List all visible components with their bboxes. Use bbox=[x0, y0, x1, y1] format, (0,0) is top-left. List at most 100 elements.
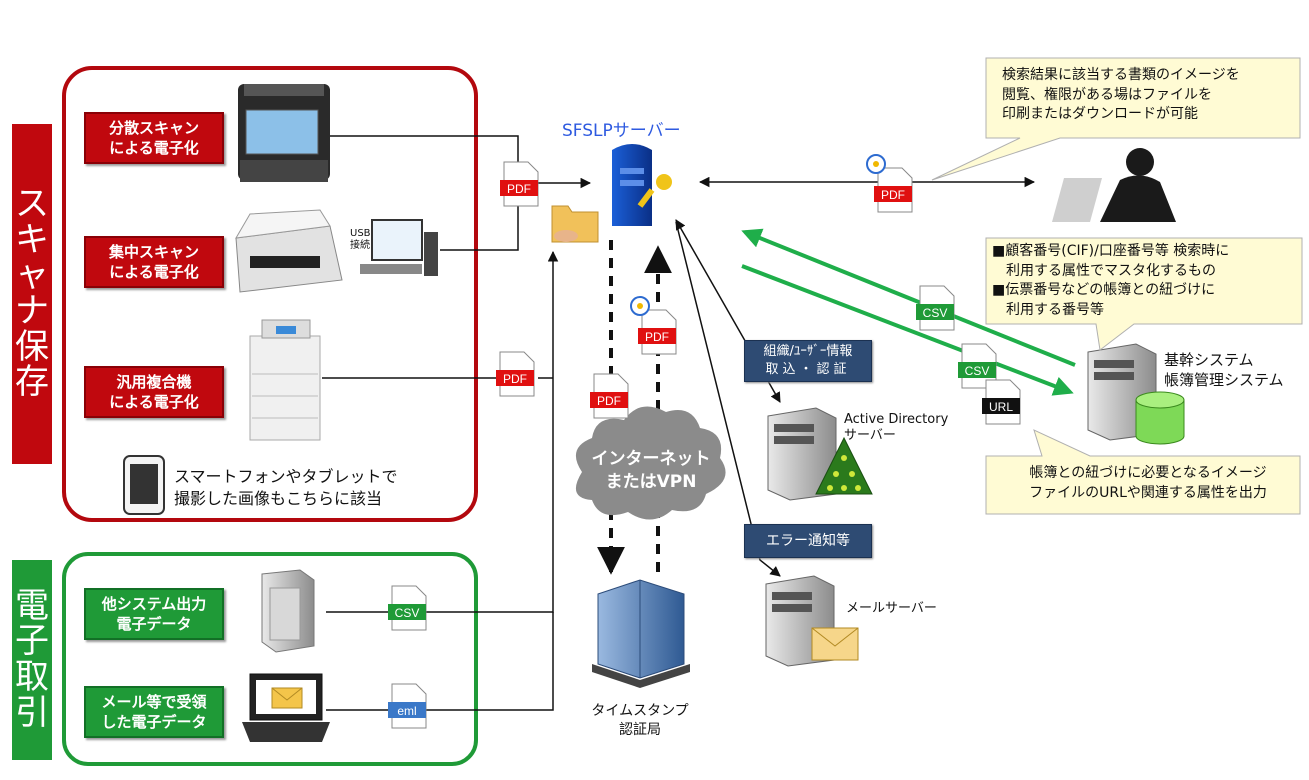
scanner-side-bar bbox=[12, 124, 52, 464]
timestamp-line: 認証局 bbox=[619, 721, 661, 738]
org-box-line: 組織/ﾕｰｻﾞｰ情報 bbox=[763, 344, 853, 360]
core-system-line: 基幹システム bbox=[1164, 351, 1254, 369]
url-tag-output: URL bbox=[982, 379, 1021, 425]
green-arrow-to-core bbox=[741, 264, 1074, 396]
timestamp-badge-icon bbox=[630, 154, 886, 316]
side-label-char: 取 bbox=[15, 657, 49, 697]
core-system-line: 帳簿管理システム bbox=[1164, 371, 1284, 390]
timestamp-authority-label: タイムスタンプ 認証局 bbox=[588, 702, 692, 740]
user-at-laptop-icon bbox=[1052, 148, 1176, 222]
server-title: SFSLPサーバー bbox=[562, 121, 681, 141]
active-directory-server-icon bbox=[767, 407, 873, 501]
usb-label-line: USB bbox=[350, 228, 371, 239]
scan-box-line: 分散スキャン bbox=[108, 118, 199, 137]
usb-connection-label: USB 接続 bbox=[350, 228, 371, 252]
scan-box-line: による電子化 bbox=[109, 393, 199, 411]
mail-server-icon bbox=[765, 575, 859, 667]
electronic-box-line: メール等で受領 bbox=[101, 692, 207, 711]
internet-cloud-label: インターネット またはVPN bbox=[586, 448, 716, 494]
electronic-box-line: 他システム出力 bbox=[101, 594, 207, 613]
file-tag-label: CSV bbox=[965, 364, 990, 378]
electronic-side-label: 電子取引 bbox=[12, 560, 52, 760]
ad-label-line: Active Directory bbox=[844, 412, 949, 427]
file-tag-label: URL bbox=[989, 400, 1013, 414]
core-system-label: 基幹システム 帳簿管理システム bbox=[1164, 350, 1284, 391]
side-label-char: 引 bbox=[15, 692, 49, 733]
internet-cloud bbox=[575, 406, 726, 520]
scan-box-distributed: 分散スキャン による電子化 bbox=[84, 112, 224, 164]
file-tag-label: PDF bbox=[507, 182, 531, 196]
side-label-char: キ bbox=[15, 219, 49, 260]
multifunction-printer-icon bbox=[249, 319, 321, 441]
electronic-box-email: メール等で受領 した電子データ bbox=[84, 686, 224, 738]
file-tag-label: PDF bbox=[881, 188, 905, 202]
electronic-box-line: 電子データ bbox=[116, 615, 192, 633]
pdf-tag-download: PDF bbox=[874, 167, 913, 213]
cloud-line: またはVPN bbox=[605, 471, 697, 492]
callout-top-text: 検索結果に該当する書類のイメージを 閲覧、権限がある場はファイルを 印刷またはダ… bbox=[1002, 67, 1240, 123]
core-system-server-icon bbox=[1087, 343, 1185, 445]
active-directory-label: Active Directory サーバー bbox=[844, 412, 948, 445]
tower-server-icon bbox=[261, 569, 315, 653]
sfslp-server-icon bbox=[612, 144, 672, 226]
smartphone-note-line: 撮影した画像もこちらに該当 bbox=[174, 489, 383, 509]
callout-bottom-shape bbox=[985, 429, 1301, 515]
side-label-char: ャ bbox=[15, 255, 49, 296]
green-arrow-to-server bbox=[741, 228, 1076, 367]
side-label-char: 存 bbox=[15, 362, 49, 403]
usb-label-line: 接続 bbox=[350, 240, 370, 251]
org-user-info-box: 組織/ﾕｰｻﾞｰ情報 取込・認証 bbox=[744, 340, 872, 382]
csv-tag-system: CSV bbox=[388, 585, 427, 631]
electronic-side-bar bbox=[12, 560, 52, 760]
file-tag-label: CSV bbox=[923, 306, 948, 320]
desktop-scanner-icon bbox=[238, 84, 330, 182]
side-label-char: 電 bbox=[15, 585, 49, 626]
file-tag-label: PDF bbox=[503, 372, 527, 386]
mail-server-label: メールサーバー bbox=[846, 601, 937, 616]
side-label-char: ス bbox=[15, 183, 49, 224]
callout-mid-text: ■顧客番号(CIF)/口座番号等 検索時に 利用する属性でマスタ化するもの ■伝… bbox=[992, 243, 1230, 318]
scan-box-line: 集中スキャン bbox=[108, 242, 199, 261]
laptop-mail-icon bbox=[242, 673, 330, 742]
pdf-tag-scan: PDF bbox=[500, 161, 539, 207]
scan-box-line: による電子化 bbox=[109, 139, 199, 157]
file-tag-label: CSV bbox=[395, 606, 420, 620]
scan-box-mfp: 汎用複合機 による電子化 bbox=[84, 366, 224, 418]
timestamp-building-icon bbox=[592, 579, 690, 688]
electronic-box-system-output: 他システム出力 電子データ bbox=[84, 588, 224, 640]
side-label-char: 保 bbox=[15, 326, 49, 367]
electronic-group-frame bbox=[62, 552, 478, 766]
scanner-group-frame bbox=[62, 66, 478, 522]
smartphone-note: スマートフォンやタブレットで 撮影した画像もこちらに該当 bbox=[174, 466, 398, 511]
org-box-line: 取込・認証 bbox=[765, 362, 851, 377]
tablet-icon bbox=[123, 455, 165, 515]
file-tag-label: PDF bbox=[597, 394, 621, 408]
ad-label-line: サーバー bbox=[844, 428, 896, 444]
smartphone-note-line: スマートフォンやタブレットで bbox=[174, 467, 398, 486]
csv-tag-output: CSV bbox=[958, 343, 997, 389]
callout-mid-shape bbox=[985, 237, 1303, 351]
scan-box-central: 集中スキャン による電子化 bbox=[84, 236, 224, 288]
folder-icon bbox=[551, 205, 599, 243]
connector-lines bbox=[322, 135, 1036, 711]
error-notification-box: エラー通知等 bbox=[744, 524, 872, 558]
scan-box-line: 汎用複合機 bbox=[116, 372, 192, 391]
callout-top-shape bbox=[931, 57, 1301, 181]
csv-tag-master: CSV bbox=[916, 285, 955, 331]
file-tag-label: PDF bbox=[645, 330, 669, 344]
file-tag-label: eml bbox=[397, 704, 416, 718]
side-label-char: 子 bbox=[15, 621, 49, 662]
pdf-tag-timestamp-in: PDF bbox=[638, 309, 677, 355]
eml-tag-mail: eml bbox=[388, 683, 427, 729]
pdf-tag-timestamp-out: PDF bbox=[590, 373, 629, 419]
scan-box-line: による電子化 bbox=[109, 263, 199, 281]
production-scanner-icon bbox=[235, 209, 343, 293]
pdf-tag-mfp: PDF bbox=[496, 351, 535, 397]
timestamp-line: タイムスタンプ bbox=[591, 703, 689, 719]
cloud-line: インターネット bbox=[591, 449, 711, 469]
electronic-box-line: した電子データ bbox=[101, 713, 207, 731]
side-label-char: ナ bbox=[15, 291, 49, 331]
pc-icon bbox=[360, 219, 438, 276]
callout-bottom-text: 帳簿との紐づけに必要となるイメージ ファイルのURLや関連する属性を出力 bbox=[1029, 465, 1267, 501]
